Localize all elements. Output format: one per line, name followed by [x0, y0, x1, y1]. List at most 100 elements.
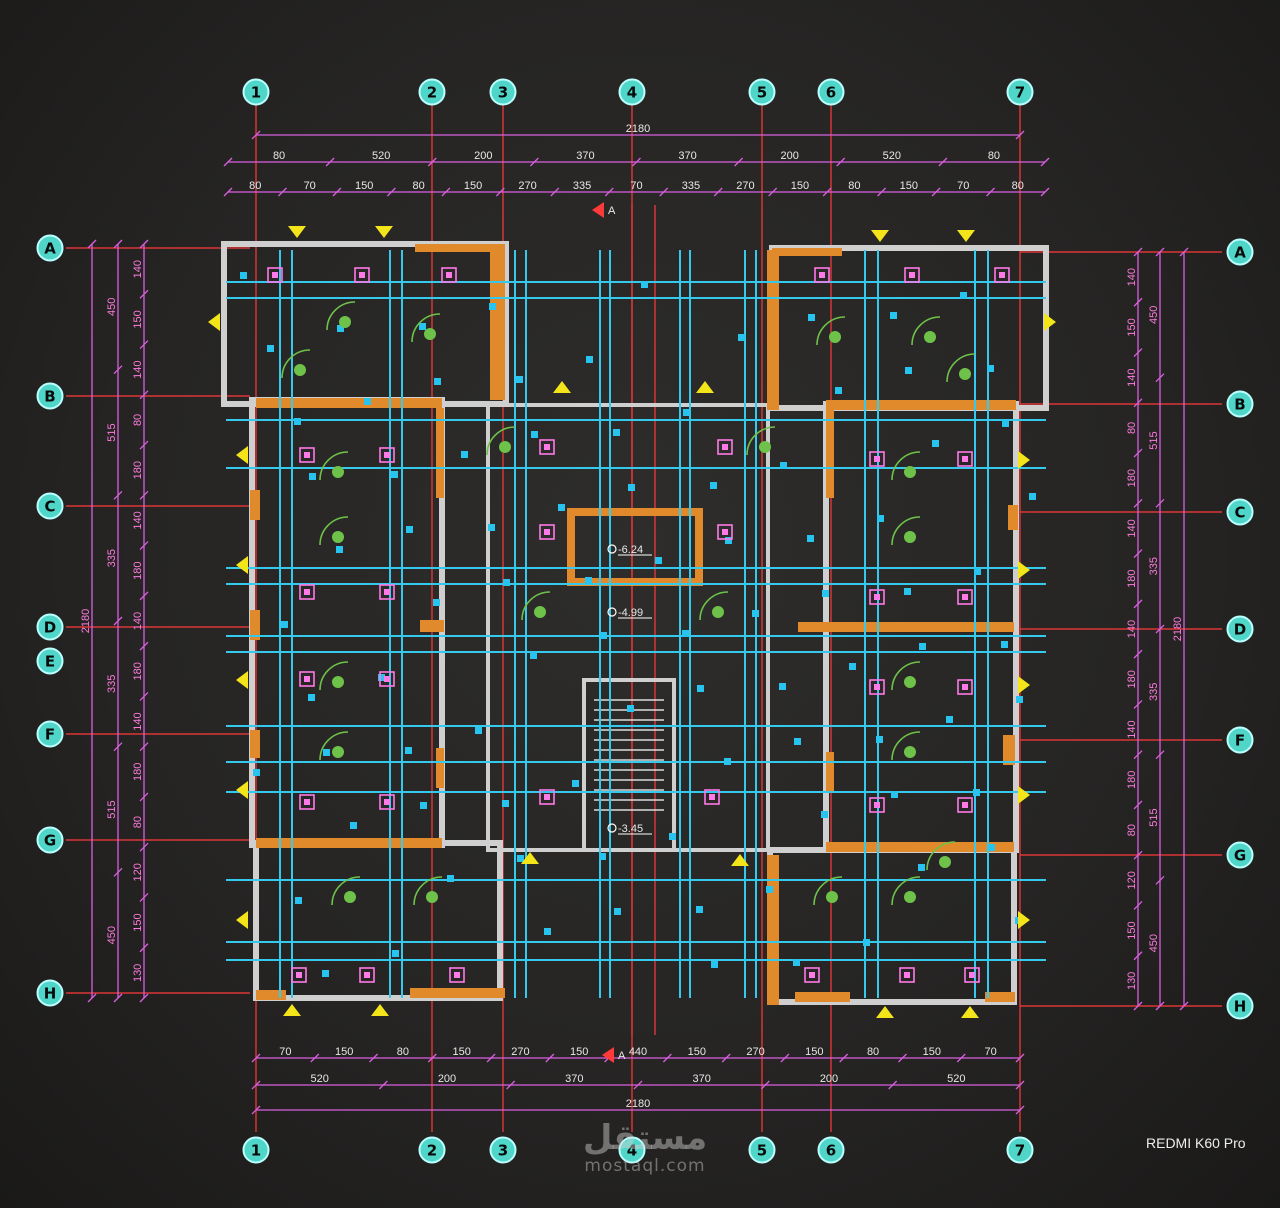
axis-bubble-left-B-label: B — [44, 388, 55, 406]
axis-bubble-left-G: G — [36, 826, 64, 854]
axis-bubble-top-4: 4 — [618, 78, 646, 106]
room-tag-dot — [874, 684, 880, 690]
column-marker — [890, 312, 897, 319]
column-marker — [766, 886, 773, 893]
column-marker — [516, 376, 523, 383]
column-marker — [877, 515, 884, 522]
column-marker — [240, 272, 247, 279]
door-marker — [829, 331, 841, 343]
door-marker — [332, 676, 344, 688]
column-marker — [987, 365, 994, 372]
elevation-marker-16 — [236, 781, 248, 799]
door-marker — [904, 676, 916, 688]
bottom-dim-row1-label: 150 — [335, 1046, 353, 1058]
concrete-element-19 — [410, 988, 505, 998]
right-segment-dim-tick — [1133, 297, 1143, 307]
door-arc — [486, 426, 516, 456]
axis-bubble-left-A-circle — [36, 234, 64, 262]
grid-lines — [66, 105, 1222, 1132]
device-label: REDMI K60 Pro — [1146, 1135, 1246, 1151]
elevation-marker-6 — [283, 1004, 301, 1016]
top-dim-row2-tick — [659, 187, 669, 197]
axis-bubble-right-A-circle — [1226, 238, 1254, 266]
door-arc — [319, 516, 349, 546]
door-marker — [826, 891, 838, 903]
axis-bubble-bottom-7-label: 7 — [1015, 1142, 1025, 1160]
top-dim-row2-label: 150 — [791, 180, 809, 192]
right-segment-dim-tick — [1133, 398, 1143, 408]
axis-bubble-left-C-label: C — [44, 498, 55, 516]
watermark-arabic: مستقل — [582, 1118, 708, 1158]
left-segment-dim-label: 140 — [132, 360, 144, 378]
door-marker — [939, 856, 951, 868]
right-segment-dim-tick — [1133, 549, 1143, 559]
axis-bubble-right-B: B — [1226, 390, 1254, 418]
door-marker — [344, 891, 356, 903]
left-group-dim-label: 450 — [106, 298, 118, 316]
door-marker — [332, 531, 344, 543]
stair-core — [582, 678, 676, 852]
column-marker — [503, 579, 510, 586]
right-segment-dim-label: 140 — [1126, 720, 1138, 738]
axis-bubble-top-5: 5 — [748, 78, 776, 106]
concrete-element-18 — [256, 990, 286, 1000]
left-segment-dim-tick — [139, 842, 149, 852]
column-marker — [682, 630, 689, 637]
room-tag-dot — [999, 272, 1005, 278]
column-marker — [1029, 493, 1036, 500]
left-segment-dim-label: 180 — [132, 562, 144, 580]
top-dim-row2-label: 80 — [848, 180, 860, 192]
level-annotation-0: -6.24 — [607, 544, 652, 556]
bottom-dim-row1-tick — [1015, 1053, 1025, 1063]
top-overall-dim-label: 2180 — [626, 123, 650, 135]
top-dim-row2-label: 80 — [249, 180, 261, 192]
right-overall-dim-tick — [1179, 1001, 1189, 1011]
axis-bubble-bottom-4: 4 — [618, 1136, 646, 1164]
right-segment-dim-tick — [1133, 699, 1143, 709]
axis-bubble-left-C-circle — [36, 492, 64, 520]
beam-network — [226, 250, 1046, 998]
column-marker — [294, 418, 301, 425]
top-dim-row1-label: 200 — [781, 150, 799, 162]
room-tag-box — [717, 439, 733, 455]
door-marker — [924, 331, 936, 343]
elevation-marker-23 — [1018, 911, 1030, 929]
column-marker — [807, 535, 814, 542]
room-tag-box — [299, 447, 315, 463]
concrete-element-6 — [826, 400, 1016, 410]
bottom-dim-row1-label: 150 — [570, 1046, 588, 1058]
room-tag-8 — [539, 439, 555, 455]
elevation-marker-3 — [957, 230, 975, 242]
room-tag-14 — [539, 524, 555, 540]
room-tag-box — [814, 267, 830, 283]
bottom-dim-row2-tick — [251, 1080, 261, 1090]
door-swing-22 — [946, 353, 976, 383]
axis-bubble-top-6: 6 — [817, 78, 845, 106]
level-text: -3.45 — [618, 823, 643, 835]
left-group-dim-label: 515 — [106, 800, 118, 818]
elevation-marker-19 — [1018, 451, 1030, 469]
axis-bubble-right-D-circle — [1226, 615, 1254, 643]
room-tag-box — [299, 584, 315, 600]
column-marker — [821, 811, 828, 818]
axis-bubble-left-B: B — [36, 382, 64, 410]
room-tag-box — [869, 451, 885, 467]
left-segment-dim-tick — [139, 289, 149, 299]
bottom-dim-row1-tick — [780, 1053, 790, 1063]
room-tag-box — [379, 447, 395, 463]
column-marker — [808, 314, 815, 321]
right-group-dim-label: 450 — [1148, 934, 1160, 952]
door-swing-9 — [891, 516, 921, 546]
elevation-marker-7 — [371, 1004, 389, 1016]
bottom-overall-dim-tick — [1015, 1105, 1025, 1115]
top-overall-dim-tick — [1015, 130, 1025, 140]
room-tag-dot — [904, 972, 910, 978]
top-dim-row1-label: 80 — [273, 150, 285, 162]
top-dim-row2-tick — [604, 187, 614, 197]
bottom-dim-row1-tick — [956, 1053, 966, 1063]
door-swing-19 — [891, 876, 921, 906]
watermark: مستقل mostaql.com — [565, 1120, 725, 1176]
door-swing-6 — [911, 316, 941, 346]
door-arc — [521, 591, 551, 621]
door-arc — [891, 731, 921, 761]
